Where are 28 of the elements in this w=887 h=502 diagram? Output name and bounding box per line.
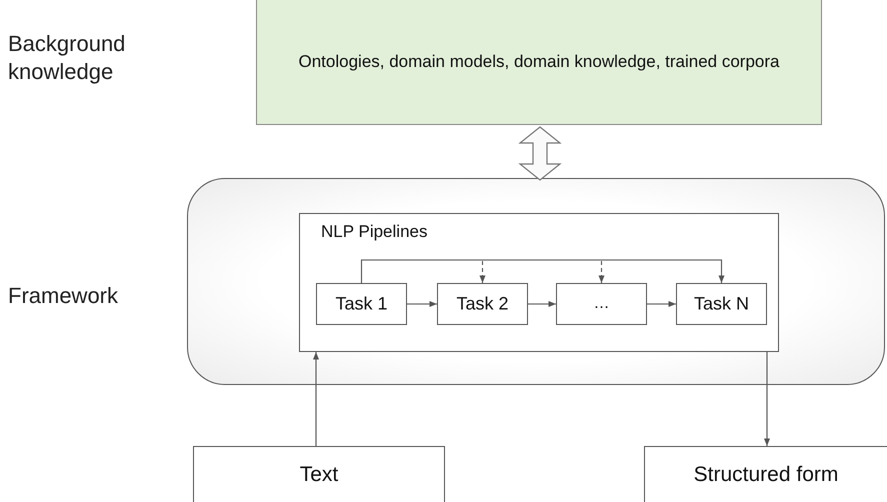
node-label: Task 2 <box>455 294 510 314</box>
knowledge-box <box>256 0 822 125</box>
pipeline-title: NLP Pipelines <box>321 222 428 242</box>
process-box <box>437 283 528 325</box>
process-box <box>556 283 647 325</box>
process-box <box>193 446 445 502</box>
node-label: Task 1 <box>334 294 389 314</box>
row-label: Background knowledge <box>8 30 126 85</box>
process-box <box>676 283 767 325</box>
arrow <box>764 352 770 446</box>
row-label: Framework <box>8 282 120 310</box>
rounded-panel <box>187 178 885 385</box>
arrow <box>528 300 556 308</box>
node-label: Task N <box>692 294 750 314</box>
process-box <box>644 446 887 502</box>
arrow <box>647 300 676 308</box>
dashed-arrow <box>479 261 486 283</box>
pipeline-box <box>299 213 779 352</box>
process-box <box>316 283 407 325</box>
node-label: Text <box>298 463 340 487</box>
arrow <box>360 259 725 283</box>
arrow <box>312 352 320 446</box>
double-block-arrow <box>518 126 562 181</box>
node-label: Structured form <box>692 463 840 487</box>
dashed-arrow <box>598 261 605 283</box>
arrow <box>407 300 437 308</box>
node-label: … <box>592 295 610 313</box>
node-label: Ontologies, domain models, domain knowledge, trained corpora <box>298 52 780 72</box>
